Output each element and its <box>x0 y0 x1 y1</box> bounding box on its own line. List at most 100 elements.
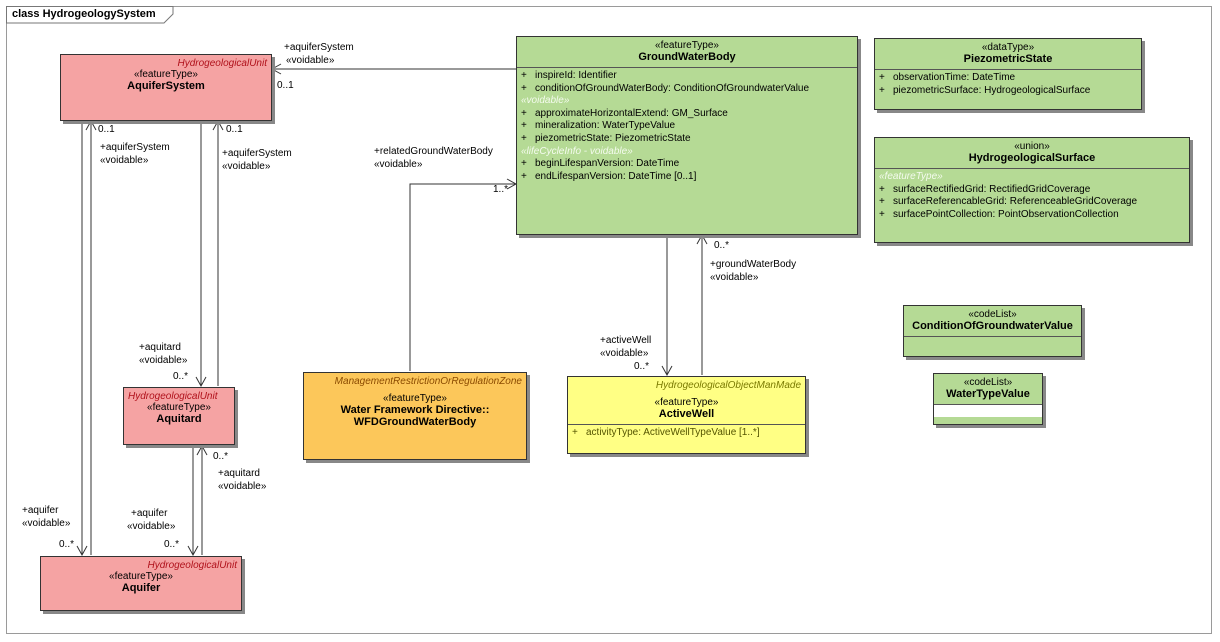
attribute-row[interactable]: + surfaceReferencableGrid: ReferenceableG… <box>879 196 1185 209</box>
role-label: +aquitard <box>218 468 260 479</box>
class-parent: HydrogeologicalUnit <box>177 58 268 69</box>
attribute-row[interactable]: +surfacePointCollection: PointObservatio… <box>879 209 1185 222</box>
attribute-text: inspireId: Identifier <box>535 70 617 81</box>
stereotype-label: «voidable» <box>374 159 423 170</box>
class-parent: HydrogeologicalUnit <box>128 391 218 402</box>
visibility-marker: + <box>879 84 885 96</box>
attribute-row[interactable]: +observationTime: DateTime <box>879 72 1137 85</box>
stereotype-label: «voidable» <box>100 155 149 166</box>
attribute-row[interactable]: +activityType: ActiveWellTypeValue [1..*… <box>572 427 801 440</box>
attribute-row[interactable]: + inspireId: Identifier <box>521 70 853 83</box>
visibility-marker: + <box>521 70 527 81</box>
attribute-compartment: + inspireId: Identifier +conditionOfGroun… <box>517 67 857 185</box>
class-aquifer[interactable]: HydrogeologicalUnit «featureType» Aquife… <box>40 556 242 611</box>
section-label-featuretype: «featureType» <box>879 171 943 182</box>
class-parent: HydrogeologicalObjectManMade <box>655 380 801 391</box>
multiplicity-label: 0..1 <box>226 124 243 135</box>
link-aquitard-aquifer-down[interactable] <box>187 446 199 557</box>
class-name: AquiferSystem <box>127 80 205 92</box>
attribute-row[interactable]: +piezometricState: PiezometricState <box>521 133 853 146</box>
class-stereotype: «featureType» <box>655 40 719 51</box>
attribute-text: observationTime: DateTime <box>893 72 1016 83</box>
class-name-line1: Water Framework Directive:: <box>340 404 490 416</box>
link-groundwaterbody-aquifersystem[interactable] <box>270 63 516 75</box>
link-aquitard-aquifer-up[interactable] <box>196 444 208 555</box>
class-activewell[interactable]: HydrogeologicalObjectManMade «featureTyp… <box>567 376 806 454</box>
attribute-compartment: «featureType» + surfaceRectifiedGrid: Rec… <box>875 168 1189 223</box>
attribute-text: surfaceRectifiedGrid: RectifiedGridCover… <box>893 183 1091 195</box>
class-parent: ManagementRestrictionOrRegulationZone <box>334 376 522 387</box>
stereotype-label: «voidable» <box>139 355 188 366</box>
class-aquitard[interactable]: HydrogeologicalUnit «featureType» Aquita… <box>123 387 235 445</box>
class-stereotype: «codeList» <box>968 309 1017 320</box>
role-label: +groundWaterBody <box>710 259 797 270</box>
multiplicity-label: 0..* <box>59 539 75 550</box>
section-label-lifecycle: «lifeCycleInfo - voidable» <box>521 145 633 157</box>
class-stereotype: «codeList» <box>963 377 1013 388</box>
link-aquifersystem-aquitard-down[interactable] <box>195 121 207 388</box>
link-aquifersystem-aquifer-up[interactable] <box>85 119 97 555</box>
visibility-marker: + <box>521 120 527 132</box>
attribute-row[interactable]: + approximateHorizontalExtend: GM_Surface <box>521 108 853 121</box>
multiplicity-label: 0..* <box>173 371 189 382</box>
attribute-row[interactable]: +conditionOfGroundWaterBody: ConditionOf… <box>521 83 853 96</box>
link-aquifersystem-aquitard-up[interactable] <box>212 119 224 386</box>
attribute-text: activityType: ActiveWellTypeValue [1..*] <box>586 427 760 438</box>
multiplicity-label: 0..1 <box>277 80 294 91</box>
visibility-marker: + <box>521 158 527 170</box>
class-wfdgroundwaterbody[interactable]: ManagementRestrictionOrRegulationZone «f… <box>303 372 527 460</box>
multiplicity-label: 0..* <box>634 361 650 372</box>
class-name: ActiveWell <box>658 408 715 420</box>
role-label: +aquifer <box>131 508 168 519</box>
multiplicity-label: 1..* <box>493 184 509 195</box>
multiplicity-label: 0..* <box>213 451 229 462</box>
role-label: +aquitard <box>139 342 181 353</box>
class-stereotype: «featureType» <box>654 397 719 408</box>
link-aquifersystem-aquifer-down[interactable] <box>76 121 88 557</box>
attribute-text: beginLifespanVersion: DateTime <box>535 158 680 170</box>
attribute-text: piezometricState: PiezometricState <box>535 132 691 144</box>
class-name: PiezometricState <box>963 53 1053 65</box>
class-conditionofgroundwatervalue[interactable]: «codeList» ConditionOfGroundwaterValue <box>903 305 1082 357</box>
attribute-text: mineralization: WaterTypeValue <box>535 120 676 132</box>
attribute-text: surfaceReferencableGrid: ReferenceableGr… <box>893 196 1138 208</box>
class-watertypevalue[interactable]: «codeList» WaterTypeValue <box>933 373 1043 425</box>
role-label: +aquiferSystem <box>100 142 170 153</box>
stereotype-label: «voidable» <box>22 518 71 529</box>
role-label: +aquifer <box>22 505 59 516</box>
class-name: Aquitard <box>156 413 202 425</box>
attribute-text: surfacePointCollection: PointObservation… <box>893 208 1119 220</box>
class-hydrogeologicalsurface[interactable]: «union» HydrogeologicalSurface «featureT… <box>874 137 1190 243</box>
diagram-title: class HydrogeologySystem <box>12 8 156 20</box>
link-groundwaterbody-activewell-down[interactable] <box>661 235 673 377</box>
attribute-row[interactable]: + beginLifespanVersion: DateTime <box>521 158 853 171</box>
section-label-voidable: «voidable» <box>521 95 570 107</box>
attribute-compartment: +activityType: ActiveWellTypeValue [1..*… <box>568 424 805 442</box>
attribute-compartment <box>934 404 1042 417</box>
visibility-marker: + <box>879 183 885 195</box>
role-label: +activeWell <box>600 335 652 346</box>
class-name-line2: WFDGroundWaterBody <box>353 416 477 428</box>
visibility-marker: + <box>521 170 527 182</box>
attribute-row[interactable]: +piezometricSurface: HydrogeologicalSurf… <box>879 85 1137 98</box>
link-wfd-groundwaterbody[interactable] <box>409 178 518 371</box>
visibility-marker: + <box>879 196 885 208</box>
class-name: ConditionOfGroundwaterValue <box>912 320 1073 332</box>
class-aquifersystem[interactable]: HydrogeologicalUnit «featureType» Aquife… <box>60 54 272 121</box>
attribute-text: approximateHorizontalExtend: GM_Surface <box>535 107 728 119</box>
class-piezometricstate[interactable]: «dataType» PiezometricState +observation… <box>874 38 1142 110</box>
title-tab-shape <box>6 6 174 24</box>
attribute-row[interactable]: + surfaceRectifiedGrid: RectifiedGridCove… <box>879 184 1185 197</box>
link-groundwaterbody-activewell-up[interactable] <box>696 233 708 375</box>
stereotype-label: «voidable» <box>600 348 649 359</box>
class-stereotype: «featureType» <box>134 69 198 80</box>
attribute-row[interactable]: + mineralization: WaterTypeValue <box>521 120 853 133</box>
stereotype-label: «voidable» <box>222 161 271 172</box>
visibility-marker: + <box>521 107 527 119</box>
role-label: +relatedGroundWaterBody <box>374 146 493 157</box>
stereotype-label: «voidable» <box>710 272 759 283</box>
class-groundwaterbody[interactable]: «featureType» GroundWaterBody +inspireId… <box>516 36 858 235</box>
attribute-text: endLifespanVersion: DateTime [0..1] <box>535 170 697 182</box>
attribute-row[interactable]: + endLifespanVersion: DateTime [0..1] <box>521 171 853 184</box>
